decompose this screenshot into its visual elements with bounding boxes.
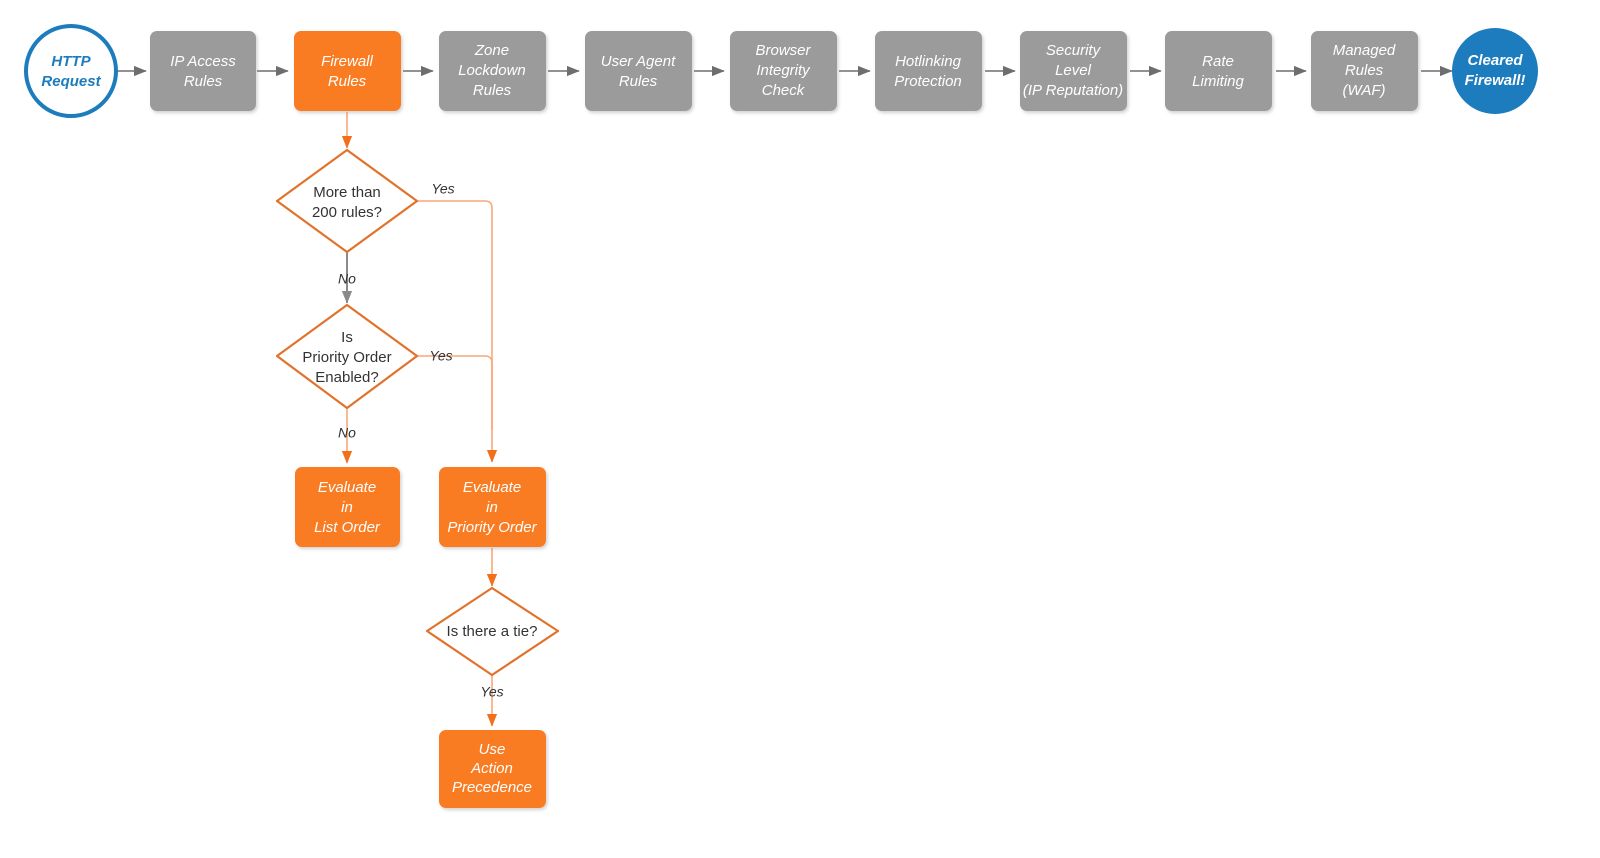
- evaluate-in-priority-order-label-line2: in: [486, 499, 498, 516]
- node-is-priority-order-enabled[interactable]: Is Priority Order Enabled?: [275, 303, 419, 410]
- node-cleared-firewall[interactable]: Cleared Firewall!: [1452, 28, 1538, 114]
- node-firewall-rules[interactable]: Firewall Rules: [294, 31, 401, 111]
- branch-connectors: [341, 112, 498, 727]
- zone-lockdown-rules-label-line2: Lockdown: [458, 62, 526, 79]
- managed-rules-waf-label-line1: Managed: [1333, 42, 1396, 59]
- is-priority-order-enabled-label-line3: Enabled?: [315, 369, 378, 386]
- user-agent-rules-label-line1: User Agent: [601, 53, 676, 70]
- use-action-precedence-label-line1: Use: [479, 741, 506, 758]
- managed-rules-waf-label-line3: (WAF): [1342, 82, 1385, 99]
- use-action-precedence-box: [439, 730, 546, 808]
- managed-rules-waf-box: [1311, 31, 1418, 111]
- rate-limiting-label-line1: Rate: [1202, 53, 1234, 70]
- connector-priority-order-yes: [416, 355, 493, 430]
- is-priority-order-enabled-label-line1: Is: [341, 329, 353, 346]
- security-level-box: [1020, 31, 1127, 111]
- node-ip-access-rules[interactable]: IP Access Rules: [150, 31, 256, 111]
- security-level-label-line2: Level: [1055, 62, 1092, 79]
- firewall-rules-label-line2: Rules: [328, 73, 367, 90]
- ip-access-rules-label-line2: Rules: [184, 73, 223, 90]
- is-there-a-tie-label-line1: Is there a tie?: [447, 623, 538, 640]
- evaluate-in-list-order-box: [295, 467, 400, 547]
- security-level-label-line1: Security: [1046, 42, 1102, 59]
- user-agent-rules-box: [585, 31, 692, 111]
- edge-label-priority-order-no: No: [338, 425, 356, 441]
- edge-label-tie-yes: Yes: [480, 684, 503, 700]
- node-zone-lockdown-rules[interactable]: Zone Lockdown Rules: [439, 31, 546, 111]
- user-agent-rules-label-line2: Rules: [619, 73, 658, 90]
- zone-lockdown-rules-label-line1: Zone: [474, 42, 509, 59]
- managed-rules-waf-label-line2: Rules: [1345, 62, 1384, 79]
- zone-lockdown-rules-label-line3: Rules: [473, 82, 512, 99]
- node-security-level[interactable]: Security Level (IP Reputation): [1020, 31, 1127, 111]
- use-action-precedence-label-line2: Action: [470, 760, 513, 777]
- http-request-label-line1: HTTP: [51, 53, 91, 70]
- cleared-firewall-label-line1: Cleared: [1467, 52, 1523, 69]
- evaluate-in-priority-order-box: [439, 467, 546, 547]
- node-evaluate-in-priority-order[interactable]: Evaluate in Priority Order: [439, 467, 546, 547]
- browser-integrity-check-label-line1: Browser: [755, 42, 811, 59]
- node-more-than-200-rules[interactable]: More than 200 rules?: [275, 148, 419, 254]
- evaluate-in-list-order-label-line2: in: [341, 499, 353, 516]
- cleared-firewall-circle: [1452, 28, 1538, 114]
- evaluate-in-list-order-label-line1: Evaluate: [318, 479, 376, 496]
- cleared-firewall-label-line2: Firewall!: [1465, 72, 1526, 89]
- node-hotlinking-protection[interactable]: Hotlinking Protection: [875, 31, 982, 111]
- more-than-200-rules-label-line2: 200 rules?: [312, 204, 382, 221]
- zone-lockdown-rules-box: [439, 31, 546, 111]
- edge-label-more-than-200-no: No: [338, 271, 356, 287]
- edge-labels: Yes No Yes No Yes: [338, 181, 504, 700]
- is-priority-order-enabled-diamond: [275, 303, 419, 410]
- browser-integrity-check-label-line3: Check: [762, 82, 806, 99]
- is-priority-order-enabled-label-line2: Priority Order: [302, 349, 391, 366]
- node-rate-limiting[interactable]: Rate Limiting: [1165, 31, 1272, 111]
- ip-access-rules-label-line1: IP Access: [170, 53, 236, 70]
- edge-label-more-than-200-yes: Yes: [431, 181, 454, 197]
- node-use-action-precedence[interactable]: Use Action Precedence: [439, 730, 546, 808]
- hotlinking-protection-box: [875, 31, 982, 111]
- evaluate-in-list-order-label-line3: List Order: [314, 519, 381, 536]
- node-browser-integrity-check[interactable]: Browser Integrity Check: [730, 31, 837, 111]
- ip-access-rules-box: [150, 31, 256, 111]
- node-user-agent-rules[interactable]: User Agent Rules: [585, 31, 692, 111]
- node-managed-rules-waf[interactable]: Managed Rules (WAF): [1311, 31, 1418, 111]
- hotlinking-protection-label-line1: Hotlinking: [895, 53, 962, 70]
- http-request-circle: [24, 24, 118, 118]
- more-than-200-rules-diamond: [275, 148, 419, 254]
- http-request-label-line2: Request: [41, 73, 101, 90]
- node-evaluate-in-list-order[interactable]: Evaluate in List Order: [295, 467, 400, 547]
- edge-label-priority-order-yes: Yes: [429, 348, 452, 364]
- firewall-rules-label-line1: Firewall: [321, 53, 373, 70]
- browser-integrity-check-label-line2: Integrity: [756, 62, 811, 79]
- node-is-there-a-tie[interactable]: Is there a tie?: [425, 586, 560, 677]
- security-level-label-line3: (IP Reputation): [1023, 82, 1123, 99]
- more-than-200-rules-label-line1: More than: [313, 184, 381, 201]
- hotlinking-protection-label-line2: Protection: [894, 73, 962, 90]
- is-there-a-tie-diamond: [425, 586, 560, 677]
- use-action-precedence-label-line3: Precedence: [452, 779, 532, 796]
- rate-limiting-label-line2: Limiting: [1192, 73, 1244, 90]
- node-http-request[interactable]: HTTP Request: [24, 24, 118, 118]
- connector-more-than-200-yes: [416, 200, 498, 463]
- evaluate-in-priority-order-label-line1: Evaluate: [463, 479, 521, 496]
- browser-integrity-check-box: [730, 31, 837, 111]
- evaluate-in-priority-order-label-line3: Priority Order: [447, 519, 537, 536]
- firewall-rules-box: [294, 31, 401, 111]
- rate-limiting-box: [1165, 31, 1272, 111]
